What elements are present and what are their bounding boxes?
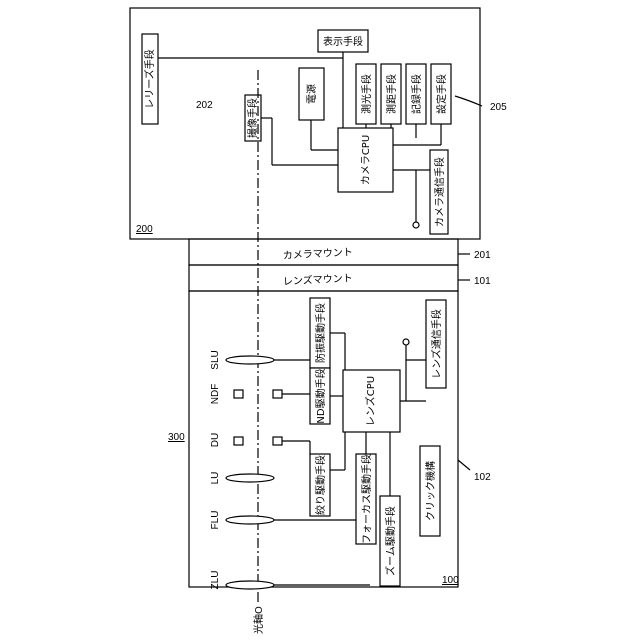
camera-contact: [413, 222, 419, 228]
group-205-leader: [455, 96, 482, 106]
recording-label: 記録手段: [410, 74, 423, 114]
group-205-ref: 205: [490, 102, 507, 113]
lens-comm-label: レンズ通信手段: [430, 309, 443, 379]
lens-element-zlu: [226, 581, 274, 589]
optical-axis-label: 光軸O: [252, 606, 265, 634]
lens-ref: 100: [442, 575, 459, 586]
group-300-ref: 300: [168, 432, 185, 443]
focus-drive-label: フォーカス駆動手段: [360, 454, 373, 544]
camera-mount-label: カメラマウント: [283, 246, 354, 262]
power-label: 電源: [305, 84, 318, 104]
lens-element-slu: [226, 356, 274, 364]
imaging-label: 撮像手段: [246, 98, 259, 138]
ranging-label: 測距手段: [385, 74, 398, 114]
camera-mount-ref: 201: [474, 250, 491, 261]
element-label-slu: SLU: [210, 350, 221, 369]
element-label-zlu: ZLU: [210, 571, 221, 590]
element-label-flu: FLU: [210, 511, 221, 530]
lens-mount-ref: 101: [474, 276, 491, 287]
camera-body-frame: [130, 8, 480, 239]
nd-drive-label: ND駆動手段: [314, 368, 327, 423]
du-blade-b: [273, 437, 282, 445]
camera-comm-label: カメラ通信手段: [433, 157, 446, 227]
body-102-ref: 102: [474, 472, 491, 483]
click-mechanism-label: クリック機構: [424, 461, 437, 521]
lens-mount-label: レンズマウント: [283, 271, 353, 288]
display-label: 表示手段: [323, 35, 363, 48]
imaging-ref: 202: [196, 100, 213, 111]
zoom-drive-label: ズーム駆動手段: [384, 506, 397, 576]
setting-label: 設定手段: [435, 74, 448, 114]
is-drive-label: 防振駆動手段: [314, 303, 327, 363]
element-label-du: DU: [210, 433, 221, 447]
lens-element-flu: [226, 516, 274, 524]
aperture-drive-label: 絞り駆動手段: [314, 455, 327, 515]
lens-contact: [403, 339, 409, 345]
body-102-leader: [458, 460, 470, 470]
element-label-ndf: NDF: [210, 384, 221, 405]
lens-element-lu: [226, 474, 274, 482]
camera-ref: 200: [136, 224, 153, 235]
element-label-lu: LU: [210, 472, 221, 485]
ndf-filter-a: [234, 390, 243, 398]
release-label: レリーズ手段: [143, 49, 156, 109]
du-blade-a: [234, 437, 243, 445]
camera-cpu-label: カメラCPU: [360, 135, 372, 185]
ndf-filter-b: [273, 390, 282, 398]
lens-cpu-label: レンズCPU: [364, 376, 377, 426]
photometry-label: 測光手段: [360, 74, 373, 114]
